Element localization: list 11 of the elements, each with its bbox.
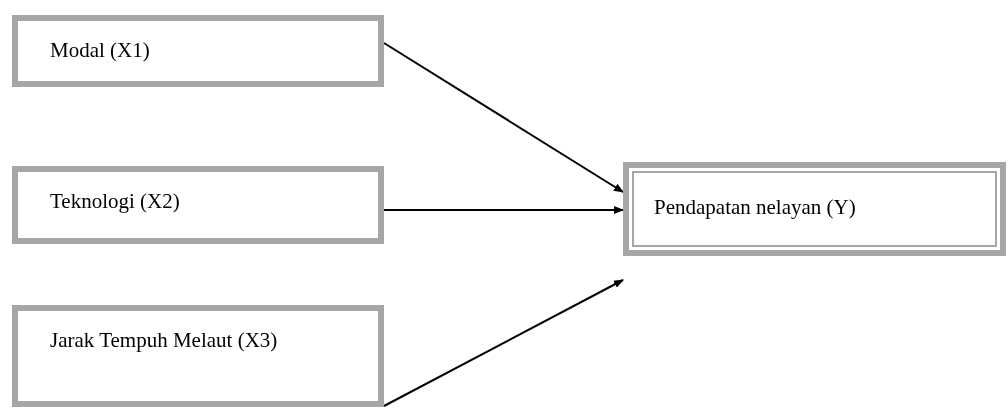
variable-label: Teknologi (X2) [50,188,181,215]
variable-box [623,162,1006,256]
variable-box [12,166,384,244]
variable-label: Modal (X1) [50,37,151,64]
variable-box [12,305,384,407]
variable-box [12,15,384,87]
arrow [383,206,624,214]
variable-label: Pendapatan nelayan (Y) [654,194,856,221]
variable-label: Jarak Tempuh Melaut (X3) [50,327,279,354]
arrow [383,42,624,193]
arrow [383,279,624,407]
